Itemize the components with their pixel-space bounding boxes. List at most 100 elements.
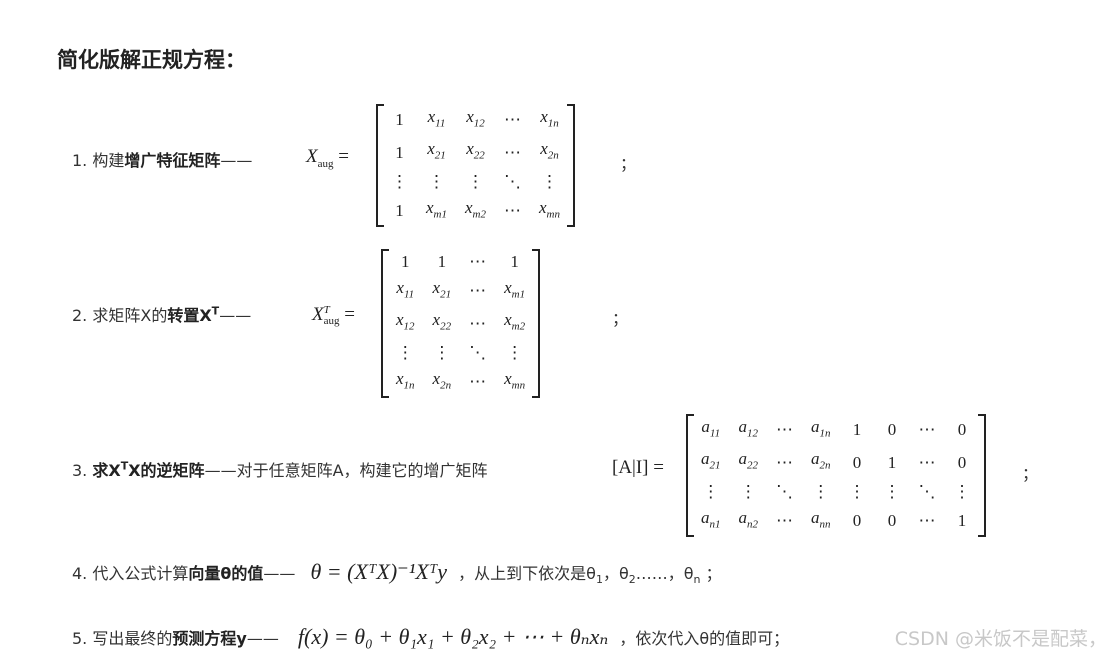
step-dash: —— (246, 629, 279, 648)
page-title: 简化版解正规方程： (57, 48, 246, 72)
matrix-cell: ⋮ (739, 481, 757, 501)
matrix-row: ⋮⋮⋮⋱⋮ (382, 169, 569, 195)
matrix-cell: 1 (401, 252, 410, 271)
step-tail: ，θ (602, 564, 629, 583)
lhs-xaug: Xaug = (306, 146, 349, 170)
step-number: 2. (72, 306, 88, 325)
matrix-cell: 0 (957, 420, 967, 440)
matrix-cell: an1 (701, 507, 721, 531)
matrix-cell: x11 (427, 107, 446, 130)
matrix-cell: ⋯ (469, 313, 487, 333)
matrix-cell: x22 (432, 310, 452, 333)
step-bold: 预测方程y (172, 629, 247, 648)
matrix-cell: x2n (432, 368, 452, 392)
matrix-cell: ⋮ (953, 481, 971, 501)
matrix-cell: ⋯ (504, 110, 521, 130)
step-dash: —— (263, 564, 296, 583)
matrix-cell: ⋮ (883, 481, 901, 501)
matrix-cell: x21 (432, 278, 452, 301)
matrix-cell: xm1 (504, 278, 526, 301)
matrix-cell: xm2 (504, 310, 526, 333)
matrix-cell: 1 (510, 252, 519, 271)
step-text: 求矩阵X的 (92, 306, 168, 325)
prediction-formula: f(x) = θ₀ + θ₁x₁ + θ₂x₂ + ⋯ + θₙxₙ (297, 624, 609, 649)
matrix-cell: 0 (887, 510, 897, 530)
step-tail: ，从上到下依次是θ (458, 564, 596, 583)
matrix-cell: 1 (852, 420, 862, 440)
matrix-cell: xmn (504, 368, 526, 392)
matrix-cell: ⋯ (504, 142, 521, 162)
step-text: 代入公式计算 (92, 564, 189, 583)
step-tail: ……，θ (635, 564, 694, 583)
matrix-cell: 0 (957, 452, 967, 472)
sub: 1 (595, 573, 603, 587)
watermark: CSDN @米饭不是配菜， (894, 628, 1107, 650)
sub: 2 (628, 573, 636, 587)
matrix-cell: a2n (811, 449, 831, 472)
matrix-cell: ⋮ (428, 171, 445, 191)
step-dash: —— (220, 151, 253, 170)
step-dash: —— (219, 306, 252, 325)
matrix-cell: ⋯ (504, 200, 521, 220)
matrix-cell: ⋮ (702, 481, 720, 501)
matrix-cell: ⋮ (541, 171, 558, 191)
matrix-cell: a22 (738, 449, 759, 472)
matrix-cell: x1n (540, 107, 559, 130)
step-4: 4. 代入公式计算向量θ的值—— θ = (XᵀX)⁻¹Xᵀy ，从上到下依次是… (72, 559, 722, 586)
matrix-cell: ⋯ (776, 420, 793, 440)
equals: = (338, 146, 349, 167)
lhs-sub: aug (317, 157, 334, 170)
matrix-cell: ⋱ (918, 481, 936, 501)
step-bold: 求X (92, 461, 121, 480)
matrix-cell: ⋱ (776, 481, 793, 501)
matrix-cell: ⋯ (776, 452, 793, 472)
step-text: 构建 (92, 151, 125, 170)
matrix-cell: x12 (396, 310, 415, 333)
matrix-cell: ⋮ (467, 171, 484, 191)
step-bold: 向量θ的值 (188, 564, 264, 583)
step-number: 4. (72, 564, 88, 583)
lhs-sup: T (323, 303, 330, 316)
matrix-cell: ⋮ (433, 342, 451, 362)
matrix-row: ⋮⋮⋱⋮ (387, 340, 534, 366)
matrix-cell: 0 (852, 510, 862, 530)
matrix-cell: ⋮ (391, 171, 408, 191)
step-text: ——对于任意矩阵A，构建它的增广矩阵 (204, 461, 488, 480)
matrix-cell: xmn (539, 197, 560, 221)
step-text: 写出最终的 (92, 629, 173, 648)
step-bold-2: X的逆矩阵 (128, 461, 205, 480)
matrix-cell: a11 (701, 417, 721, 440)
matrix-cell: ⋯ (918, 510, 936, 530)
matrix-row: x12 x22 ⋯ xm2 (387, 307, 534, 339)
matrix-cell: a12 (738, 417, 759, 440)
semicolon: ； (705, 564, 722, 583)
matrix-cell: 1 (887, 452, 897, 472)
step-sup: T (120, 459, 129, 473)
matrix-cell: an2 (738, 507, 759, 531)
lhs-var: [A|I] (612, 457, 649, 478)
equals: = (653, 457, 664, 478)
matrix-cell: ⋯ (469, 371, 487, 391)
matrix-cell: ⋯ (776, 510, 793, 530)
matrix-cell: 1 (957, 510, 967, 530)
matrix-cell: ⋯ (918, 420, 936, 440)
equals: = (344, 304, 355, 325)
matrix-cell: ⋯ (469, 252, 487, 271)
step-tail: ，依次代入θ的值即可； (619, 629, 790, 648)
step-number: 5. (72, 629, 88, 648)
matrix-cell: ⋮ (506, 342, 524, 362)
matrix-cell: 1 (395, 110, 404, 130)
theta-formula: θ = (XᵀX)⁻¹Xᵀy (310, 559, 448, 584)
